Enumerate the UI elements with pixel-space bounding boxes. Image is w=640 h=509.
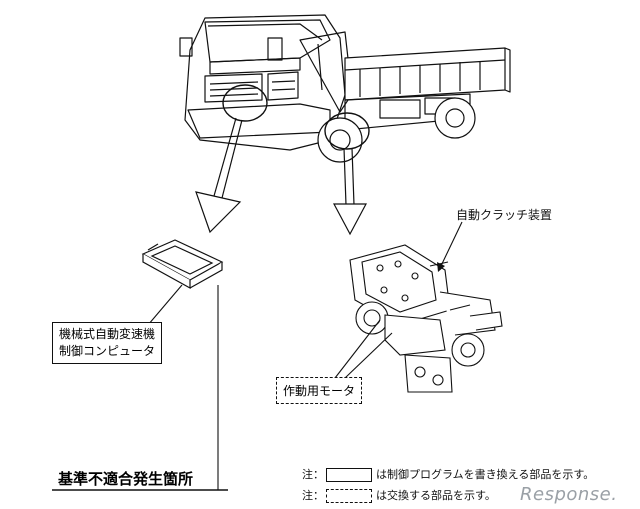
noncompliance-heading: 基準不適合発生箇所	[58, 470, 194, 488]
auto-clutch-label: 自動クラッチ装置	[456, 208, 553, 222]
leader-arrowhead	[437, 262, 445, 272]
arrow-to-computer	[195, 117, 243, 234]
motor-label: 作動用モータ	[276, 377, 363, 404]
solid-box-swatch	[326, 468, 372, 482]
legend-dashed-text: は交換する部品を示す。	[376, 489, 496, 502]
truck-illustration	[179, 14, 511, 163]
legend-solid-prefix: 注：	[302, 468, 324, 481]
legend-solid: 注： は制御プログラムを書き換える部品を示す。	[302, 466, 594, 482]
legend-dashed: 注： は交換する部品を示す。	[302, 487, 496, 503]
control-computer-label-line1: 機械式自動変速機	[59, 327, 156, 341]
legend-solid-text: は制御プログラムを書き換える部品を示す。	[376, 468, 595, 481]
control-computer-label: 機械式自動変速機 制御コンピュータ	[52, 322, 163, 364]
response-watermark: Response.	[520, 484, 618, 505]
control-computer-illustration	[141, 239, 224, 290]
auto-clutch-illustration	[349, 244, 503, 393]
legend-dashed-prefix: 注：	[302, 489, 324, 502]
dashed-box-swatch	[326, 489, 372, 503]
arrow-to-clutch	[333, 147, 367, 236]
leader-lines	[52, 221, 463, 491]
control-computer-label-line2: 制御コンピュータ	[59, 344, 156, 358]
